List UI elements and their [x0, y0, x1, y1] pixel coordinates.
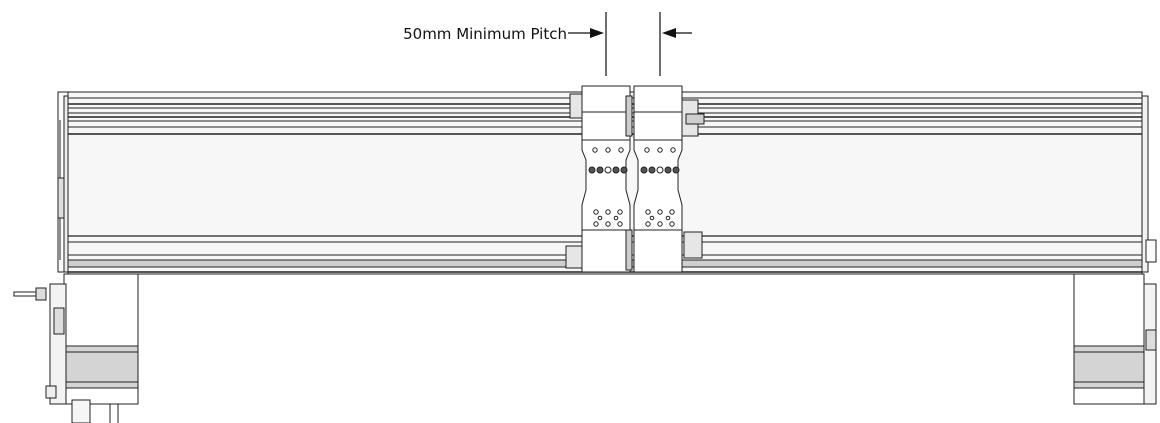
carriage-left-holes — [588, 147, 628, 227]
carriage-right-holes — [640, 147, 680, 227]
arrowhead-left — [590, 28, 604, 38]
arrowhead-right — [662, 28, 676, 38]
right-motor — [1073, 273, 1157, 405]
left-shaft-connector — [13, 287, 47, 301]
pitch-label: 50mm Minimum Pitch — [403, 25, 567, 43]
left-motor — [45, 273, 139, 423]
pitch-dimension: 50mm Minimum Pitch — [403, 12, 692, 76]
right-end-cap — [1141, 95, 1157, 273]
